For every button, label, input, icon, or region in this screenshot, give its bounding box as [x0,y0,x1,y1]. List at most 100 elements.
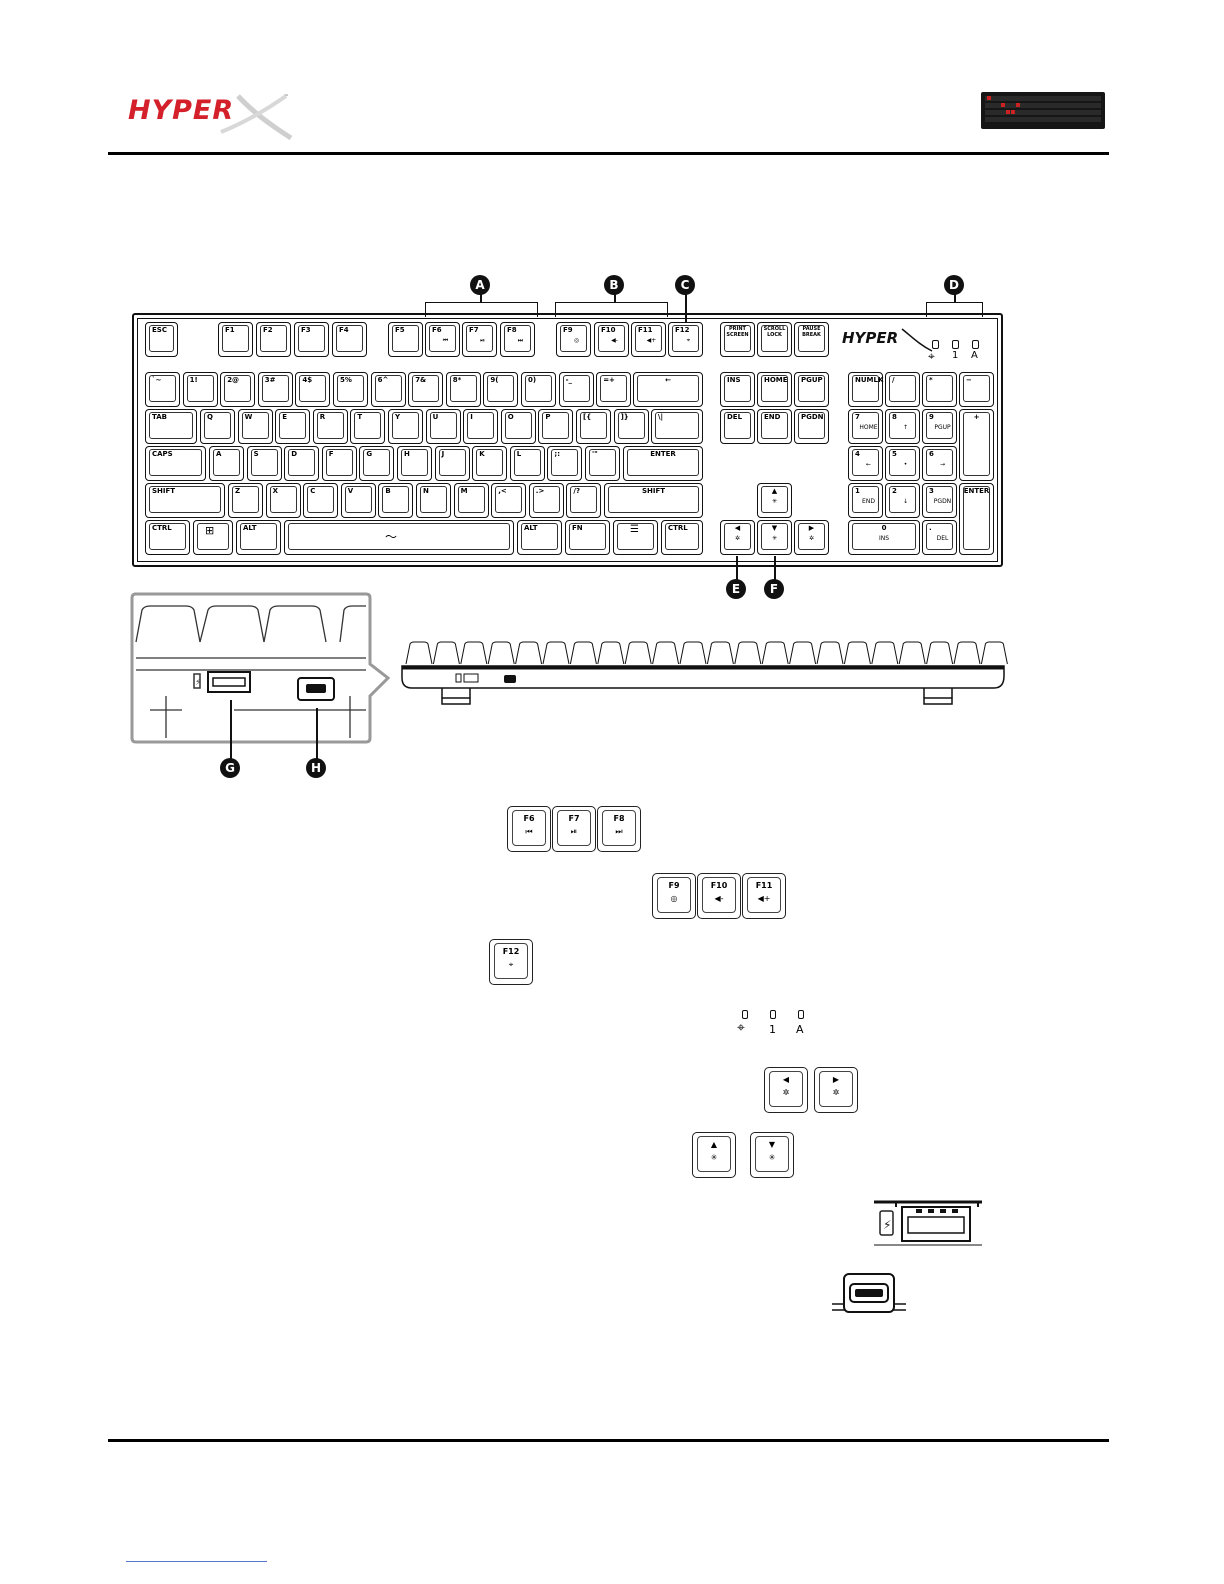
side-keycap [624,641,652,665]
illus-indicator-num: 1 [769,1023,776,1036]
footer-link-underline [126,1561,267,1562]
key-enter: ENTER [623,446,703,481]
key-f6: F6⏮ [425,322,460,357]
key-num-dot: .DEL [922,520,957,555]
key-fn: FN [565,520,610,555]
key-4-num: 4$ [295,372,331,407]
keyboard-side-view [401,641,1008,705]
key-10-num: 0) [521,372,556,407]
leader-e [736,556,738,580]
key-q-5: T [350,409,386,444]
prev-track-icon: ⏮ [442,337,449,344]
key-q-2: W [237,409,273,444]
prev-track-icon: ⏮ [525,827,533,836]
key-lalt: ALT [236,520,281,555]
key-left: ◀✲ [720,520,755,555]
key-num5: 5• [885,446,920,481]
side-keycap [569,641,597,665]
callout-c: C [675,275,695,295]
key-q-11: [{ [576,409,611,444]
key-q-3: E [275,409,311,444]
illus-key-f12: F12⌖ [489,939,533,985]
key-f1: F1 [218,322,253,357]
svg-text:HYPER: HYPER [128,95,234,126]
key-pause-break: PAUSE BREAK [794,322,829,357]
key-rctrl: CTRL [661,520,703,555]
volume-up-icon: ◀+ [757,894,771,903]
key-ralt: ALT [517,520,562,555]
mute-icon: ◎ [670,894,678,903]
key-a-6: H [397,446,432,481]
illus-key-f7: F7⏯ [552,806,596,852]
side-keycap [706,641,734,665]
leader-b [614,293,616,303]
key-space [284,520,514,555]
side-keycap [761,641,789,665]
key-z-6: N [416,483,451,518]
callout-a: A [470,275,490,295]
illus-indicator-caps: A [796,1023,804,1036]
side-keycap [432,641,460,665]
leader-g [230,700,232,760]
brightness-up-icon: ✳ [710,1153,718,1162]
key-num-divide: / [885,372,920,407]
side-keycap [487,641,515,665]
side-keycap [405,641,433,665]
key-5-num: 5% [333,372,368,407]
key-num4: 4← [848,446,883,481]
key-backspace: ← [633,372,703,407]
key-menu [613,520,658,555]
play-pause-icon: ⏯ [480,337,485,344]
key-f4: F4 [332,322,367,357]
key-8-num: 8* [445,372,481,407]
key-a-7: J [434,446,470,481]
key-num2: 2↓ [885,483,920,518]
key-num6: 6→ [922,446,957,481]
key-up: ▲✳ [757,483,792,518]
hyperx-logo: HYPER ™ [128,94,293,141]
key-7-num: 7& [408,372,444,407]
indicator-label-num: 1 [952,350,959,361]
keyboard-hyperx-logo: HYPER [842,328,933,352]
key-1-num: 1! [182,372,218,407]
side-keycap [542,641,570,665]
illus-caps-led [798,1010,804,1019]
game-mode-icon: ⌖ [737,1020,745,1036]
key-q-1: Q [200,409,235,444]
key-6-num: 6^ [370,372,406,407]
key-del: DEL [720,409,755,444]
key-z-3: C [303,483,339,518]
key-a-5: G [359,446,395,481]
side-keycap [871,641,899,665]
indicator-label-caps: A [971,350,978,361]
key-q-7: U [425,409,461,444]
next-track-icon: ⏭ [517,337,524,344]
callout-e: E [726,579,746,599]
indicator-caps-led [972,340,979,349]
key-right: ▶✲ [794,520,829,555]
side-keycap [597,641,625,665]
key-z-1: Z [228,483,263,518]
key-f5: F5 [388,322,423,357]
key-a-10: ;: [547,446,583,481]
svg-text:⚡: ⚡ [195,678,201,688]
usb-passthrough-port-illustration: ⚡ [874,1200,982,1246]
key-num8: 8↑ [885,409,920,444]
illus-game-led [742,1010,748,1019]
callout-b: B [604,275,624,295]
space-hyperx-icon: 〜 [385,530,398,544]
key-f12: F12⌖ [668,322,703,357]
key-a-11: '" [585,446,620,481]
leader-f [774,556,776,580]
leader-d [954,293,956,303]
key-0-num: `~ [145,372,180,407]
key-pgdn: PGDN [794,409,829,444]
brightness-icon: ✲ [832,1088,840,1097]
leader-a [480,293,482,303]
key-win [193,520,233,555]
side-keycap [816,641,844,665]
side-keycap [515,641,543,665]
key-num-enter: ENTER [959,483,994,555]
side-keycap [789,641,817,665]
